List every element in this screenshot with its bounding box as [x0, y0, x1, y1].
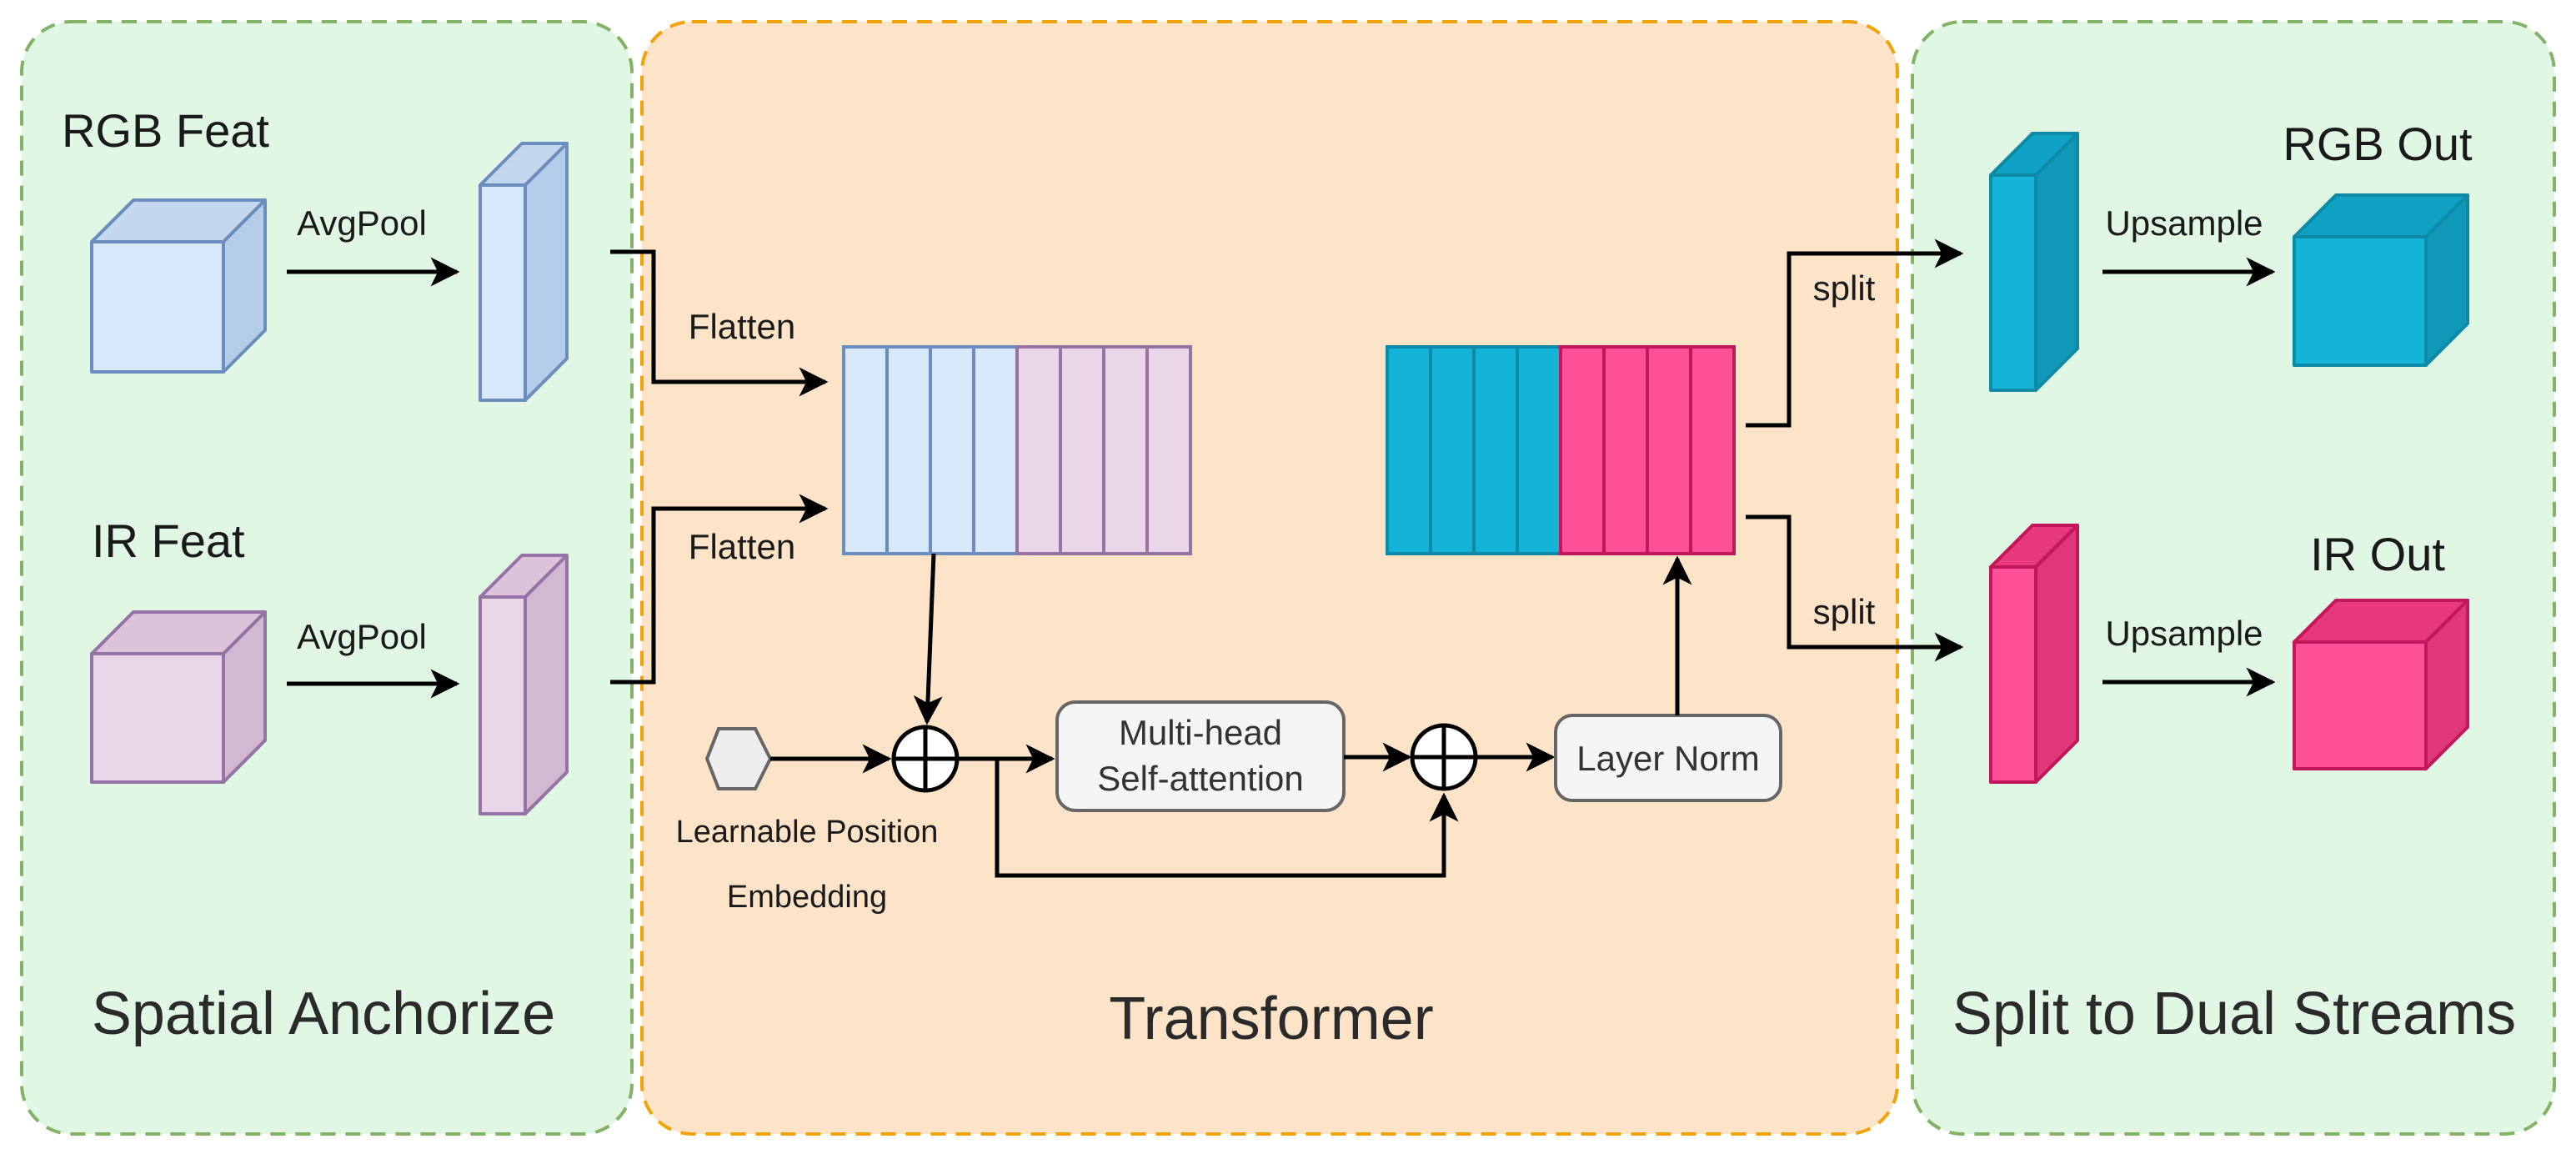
ir-out-cube: [2293, 599, 2469, 770]
rgb-flatten-arrow: [610, 249, 829, 397]
ir-upsample-label: Upsample: [2105, 614, 2263, 653]
ir-split-slab: [1989, 524, 2079, 784]
rgb-token: [929, 345, 975, 555]
ir-token: [1015, 345, 1062, 555]
dual-streams-title: Split to Dual Streams: [1952, 981, 2516, 1047]
ir-out-label: IR Out: [2310, 528, 2445, 580]
ir-token: [1102, 345, 1149, 555]
ir-split-arrow: [1746, 514, 1964, 662]
spatial-anchorize-title: Spatial Anchorize: [92, 981, 555, 1047]
rgb-token: [885, 345, 932, 555]
rgb-split-slab: [1989, 132, 2079, 392]
layer-norm-box: [1554, 714, 1782, 802]
ir-feat-label: IR Feat: [92, 514, 245, 567]
add-operator-icon: [1410, 723, 1478, 791]
rgb-token: [842, 345, 889, 555]
ir-token: [1145, 345, 1192, 555]
ir-out-token: [1602, 345, 1649, 555]
input-token-sequence: [842, 345, 1192, 555]
rgb-feat-cube: [90, 198, 267, 374]
rgb-feat-label: RGB Feat: [62, 104, 269, 157]
ir-out-token: [1646, 345, 1692, 555]
rgb-split-arrow: [1746, 238, 1964, 428]
ir-pooled-slab: [479, 554, 569, 815]
attention-label-line2: Self-attention: [1097, 759, 1304, 798]
transformer-panel: [640, 20, 1899, 1136]
transformer-title: Transformer: [1109, 986, 1433, 1052]
position-embedding-label-line1: Learnable Position: [676, 815, 939, 850]
ir-out-token: [1689, 345, 1736, 555]
rgb-out-token: [1472, 345, 1519, 555]
position-embedding-icon: [704, 727, 773, 790]
layer-norm-label: Layer Norm: [1576, 739, 1759, 778]
attention-label-line1: Multi-head: [1119, 713, 1282, 752]
ir-token: [1059, 345, 1105, 555]
rgb-flatten-label: Flatten: [689, 307, 795, 346]
residual-connection-arrow: [995, 759, 1459, 878]
rgb-token: [972, 345, 1019, 555]
output-token-sequence: [1386, 345, 1736, 555]
ir-flatten-label: Flatten: [689, 527, 795, 566]
rgb-out-token: [1386, 345, 1432, 555]
position-embedding-label-line2: Embedding: [727, 880, 887, 915]
add-operator-icon: [891, 725, 960, 793]
ir-out-token: [1559, 345, 1606, 555]
rgb-pooled-slab: [479, 142, 569, 402]
rgb-split-label: split: [1813, 268, 1876, 308]
rgb-out-token: [1516, 345, 1562, 555]
rgb-out-token: [1429, 345, 1476, 555]
rgb-out-cube: [2293, 193, 2469, 367]
rgb-out-label: RGB Out: [2283, 118, 2473, 170]
ir-avgpool-label: AvgPool: [297, 617, 427, 656]
rgb-avgpool-label: AvgPool: [297, 203, 427, 243]
tokens-to-add-arrow: [913, 553, 943, 725]
ir-feat-cube: [90, 610, 267, 784]
ir-split-label: split: [1813, 592, 1876, 631]
rgb-upsample-label: Upsample: [2105, 203, 2263, 243]
ir-flatten-arrow: [610, 494, 829, 685]
